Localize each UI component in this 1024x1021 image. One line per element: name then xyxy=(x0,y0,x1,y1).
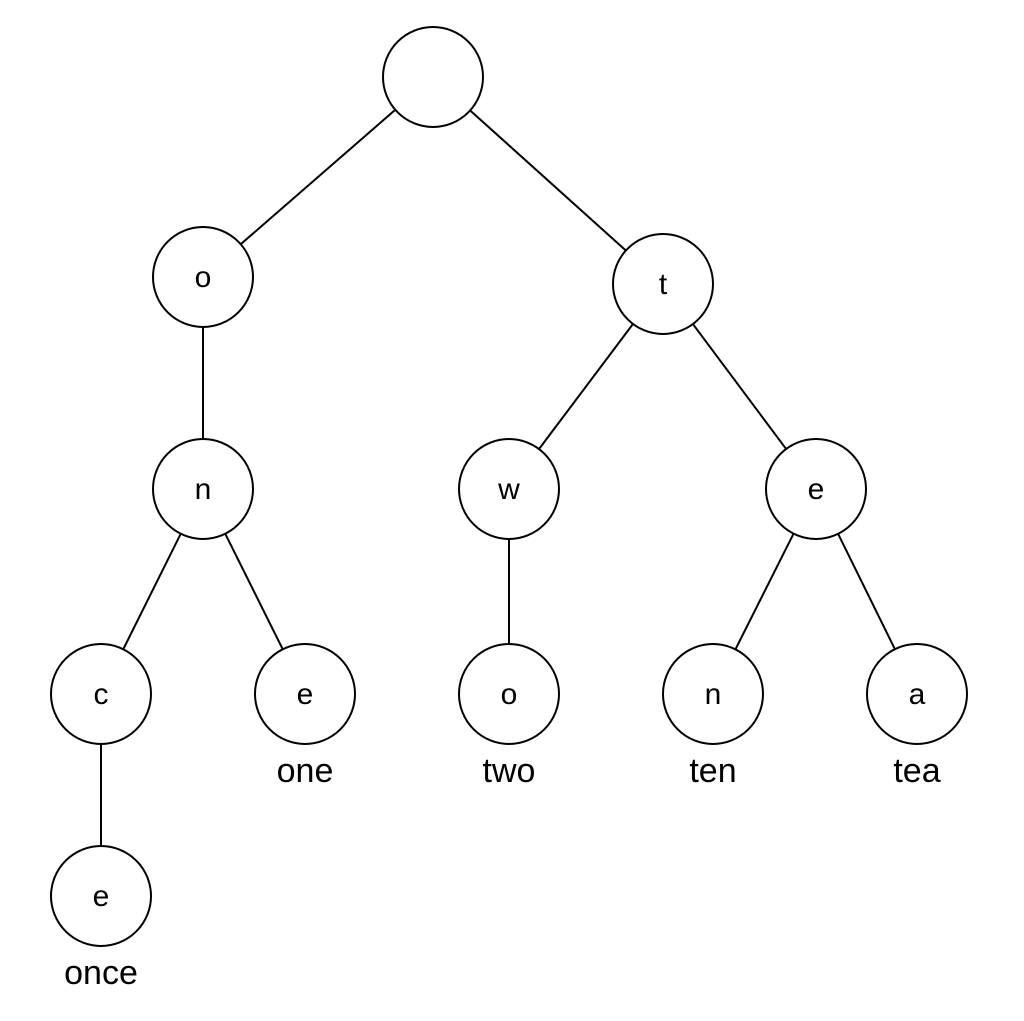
node-circle xyxy=(254,643,356,745)
node-circle xyxy=(662,643,764,745)
node-circle xyxy=(382,26,484,128)
trie-node-e3: e once xyxy=(50,845,152,992)
trie-node-o1: o xyxy=(152,226,254,328)
node-circle xyxy=(50,845,152,947)
trie-node-t1: t xyxy=(612,233,714,335)
trie-node-e2: e one xyxy=(254,643,356,790)
node-circle xyxy=(50,643,152,745)
edge-n1-e2 xyxy=(224,533,284,650)
edge-root-t1 xyxy=(469,109,627,252)
nodes-layer: o t n w e c e one o two n ten a tea e once xyxy=(50,26,968,992)
node-letter: a xyxy=(909,678,926,711)
node-letter: o xyxy=(501,678,518,711)
node-circle xyxy=(152,438,254,540)
edge-t1-w1 xyxy=(538,323,634,450)
node-circle xyxy=(458,643,560,745)
node-letter: w xyxy=(497,473,520,506)
trie-node-n1: n xyxy=(152,438,254,540)
trie-node-w1: w xyxy=(458,438,560,540)
edge-e1-n2 xyxy=(734,533,795,650)
node-circle xyxy=(612,233,714,335)
trie-node-n2: n ten xyxy=(662,643,764,790)
node-letter: c xyxy=(94,678,109,711)
trie-node-o2: o two xyxy=(458,643,560,790)
node-letter: e xyxy=(93,880,110,913)
word-label: once xyxy=(64,954,138,992)
edge-root-o1 xyxy=(240,109,396,245)
node-letter: t xyxy=(659,268,668,301)
word-label: tea xyxy=(893,752,940,790)
trie-node-c1: c xyxy=(50,643,152,745)
node-letter: n xyxy=(195,473,212,506)
node-letter: e xyxy=(808,473,825,506)
trie-node-e1: e xyxy=(765,438,867,540)
trie-node-a1: a tea xyxy=(866,643,968,790)
edge-e1-a1 xyxy=(837,533,896,650)
word-label: one xyxy=(277,752,334,790)
trie-node-root xyxy=(382,26,484,128)
node-circle xyxy=(152,226,254,328)
edge-n1-c1 xyxy=(122,533,182,650)
node-letter: n xyxy=(705,678,722,711)
edge-t1-e1 xyxy=(692,323,787,450)
edges-layer xyxy=(100,109,896,846)
node-circle xyxy=(458,438,560,540)
node-circle xyxy=(765,438,867,540)
word-label: ten xyxy=(689,752,736,790)
node-letter: o xyxy=(195,261,212,294)
node-circle xyxy=(866,643,968,745)
word-label: two xyxy=(483,752,536,790)
node-letter: e xyxy=(297,678,314,711)
